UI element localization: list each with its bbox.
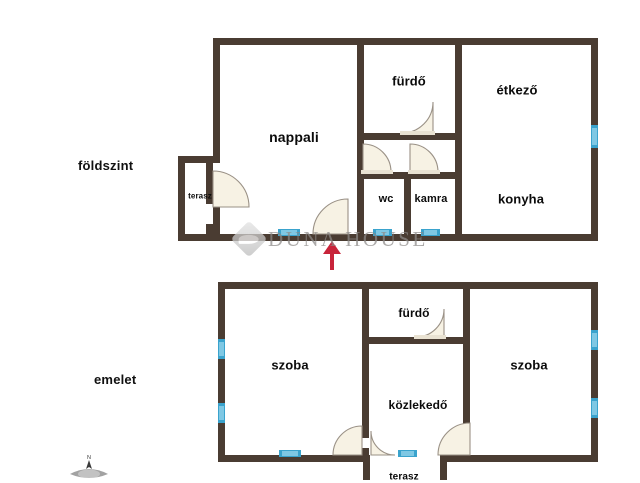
room-label-konyha: konyha — [497, 191, 545, 207]
room-label-etkezo: étkező — [496, 82, 538, 98]
entrance-arrow — [323, 241, 341, 270]
door-szoba-right — [437, 422, 471, 456]
compass-rose: N — [70, 455, 108, 479]
room-label-furdo-ground: fürdő — [392, 73, 426, 89]
room-label-terasz-ground: terasz — [188, 191, 212, 201]
door-main-entrance — [312, 198, 349, 235]
room-label-szoba-left: szoba — [271, 357, 309, 373]
ground-floor-windows — [278, 125, 598, 236]
room-label-terasz-upper: terasz — [389, 471, 419, 483]
room-label-szoba-right: szoba — [510, 357, 548, 373]
room-label-kamra: kamra — [414, 193, 448, 205]
floor-label-upper: emelet — [94, 372, 137, 387]
door-terasz-ground — [212, 170, 250, 208]
compass-north-label: N — [87, 455, 91, 461]
room-label-wc: wc — [378, 193, 394, 205]
upper-floor-walls — [218, 282, 598, 480]
upper-floor-doors — [332, 308, 471, 456]
ground-floor-doors — [212, 101, 440, 235]
room-label-nappali: nappali — [269, 129, 319, 145]
room-label-kozlekedo: közlekedő — [388, 398, 448, 412]
door-szoba-left — [332, 425, 363, 456]
floor-label-ground: földszint — [78, 158, 134, 173]
room-label-furdo-upper: fürdő — [398, 306, 430, 320]
upper-floor-windows — [218, 330, 598, 457]
door-terasz-upper — [370, 430, 396, 456]
